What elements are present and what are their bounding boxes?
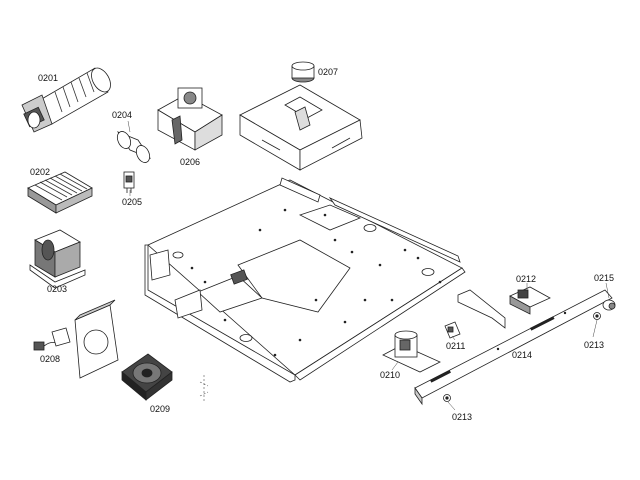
base-plate: [144, 177, 466, 383]
leader-lines: [127, 120, 610, 411]
label-0207: 0207: [318, 67, 338, 77]
label-0202: 0202: [30, 167, 50, 177]
cylindrical-motor-fan-icon: [21, 67, 111, 133]
label-0213-right: 0213: [584, 340, 604, 350]
small-clip-icon: [444, 321, 461, 339]
label-0209: 0209: [150, 404, 170, 414]
label-0214: 0214: [512, 350, 532, 360]
label-0203: 0203: [47, 284, 67, 294]
label-0215: 0215: [594, 273, 614, 283]
dashed-marker: [199, 375, 209, 402]
square-fan-icon: [121, 353, 173, 401]
rail-bar-icon: [414, 289, 613, 406]
label-0205: 0205: [122, 197, 142, 207]
transformer-icon: [29, 229, 86, 289]
latch-bracket: [457, 289, 506, 329]
latch-assembly-icon: [509, 286, 551, 315]
screw-icon: [443, 394, 451, 402]
screw-icon: [593, 312, 601, 320]
round-cap-icon: [291, 61, 315, 83]
label-0210: 0210: [380, 370, 400, 380]
end-knob-icon: [602, 299, 616, 311]
label-0201: 0201: [38, 73, 58, 83]
label-0212: 0212: [516, 274, 536, 284]
label-0204: 0204: [112, 110, 132, 120]
fan-bracket: [74, 299, 119, 379]
drive-motor-icon: [382, 330, 441, 373]
label-0206: 0206: [180, 157, 200, 167]
label-0211: 0211: [446, 341, 465, 351]
blower-motor-icon: [157, 87, 223, 151]
top-cover: [239, 84, 363, 171]
small-relay-icon: [123, 171, 135, 193]
label-0208: 0208: [40, 354, 60, 364]
ribbed-heat-sink-icon: [27, 171, 93, 214]
capacitor-icon: [116, 131, 152, 163]
connector-plug-icon: [33, 327, 71, 351]
label-0213-bottom: 0213: [452, 412, 472, 422]
